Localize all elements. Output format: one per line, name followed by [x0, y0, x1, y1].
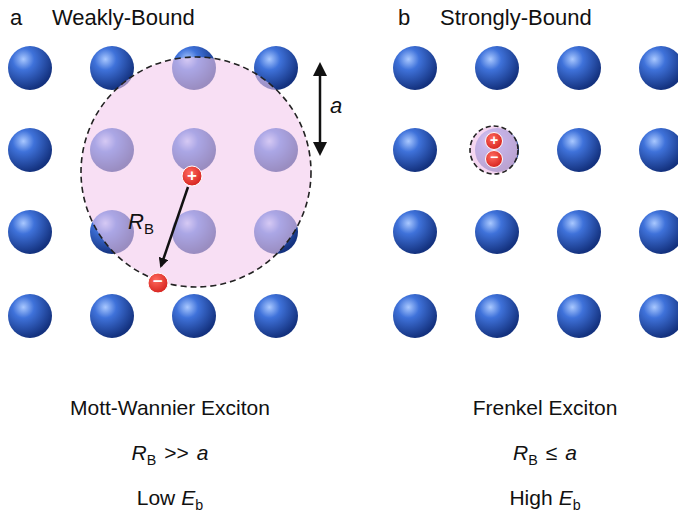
text-line: HighEb: [509, 486, 580, 509]
text-line: Weakly-Bound: [52, 6, 195, 30]
hole-dot: [182, 166, 202, 186]
text-line: a: [330, 94, 342, 118]
charge-sign: +: [490, 132, 498, 148]
text-line: LowEb: [137, 486, 203, 509]
text-line: Frenkel Exciton: [473, 396, 618, 419]
subscript: b: [195, 497, 203, 513]
text-line: −: [490, 150, 498, 165]
radius-label: R: [128, 209, 144, 234]
relation: >>: [164, 441, 189, 464]
radius-symbol: R: [132, 441, 147, 464]
spacing-arrow: [313, 62, 327, 156]
subscript: B: [147, 452, 157, 468]
lattice-symbol: a: [197, 441, 209, 464]
subscript: b: [573, 497, 581, 513]
panel-title: Strongly-Bound: [440, 5, 592, 30]
charge-sign: +: [187, 166, 197, 185]
text-line: RB>>a: [132, 441, 209, 464]
exciton-name: Frenkel Exciton: [473, 396, 618, 419]
radius-arrow: [161, 187, 188, 266]
exciton-radius-circle: [470, 126, 518, 174]
text-line: Mott-Wannier Exciton: [70, 396, 270, 419]
subscript: B: [528, 452, 538, 468]
energy-symbol: E: [181, 486, 195, 509]
panel-letter: b: [398, 5, 410, 30]
text-line: a: [10, 6, 22, 30]
atom-lattice-b: [393, 46, 678, 338]
text-line: +: [490, 133, 498, 148]
panel-title: Weakly-Bound: [52, 5, 195, 30]
exciton-name: Mott-Wannier Exciton: [70, 396, 270, 419]
binding-text: Low: [137, 486, 176, 509]
spacing-label: a: [330, 93, 342, 118]
text-line: Strongly-Bound: [440, 6, 592, 30]
lattice-symbol: a: [565, 441, 577, 464]
subscript: B: [144, 220, 154, 237]
charge-sign: −: [153, 272, 163, 291]
exciton-radius-circle: [81, 57, 311, 287]
text-line: −: [153, 273, 163, 292]
binding-text: High: [509, 486, 552, 509]
energy-symbol: E: [559, 486, 573, 509]
radius-symbol: R: [513, 441, 528, 464]
charge-sign: −: [490, 149, 498, 165]
relation: ≤: [546, 441, 558, 464]
text-line: +: [187, 167, 197, 186]
text-line: RB≤a: [513, 441, 577, 464]
panel-letter: a: [10, 5, 22, 30]
text-line: b: [398, 6, 410, 30]
text-line: RB: [128, 210, 154, 234]
hole-dot: [486, 133, 503, 150]
